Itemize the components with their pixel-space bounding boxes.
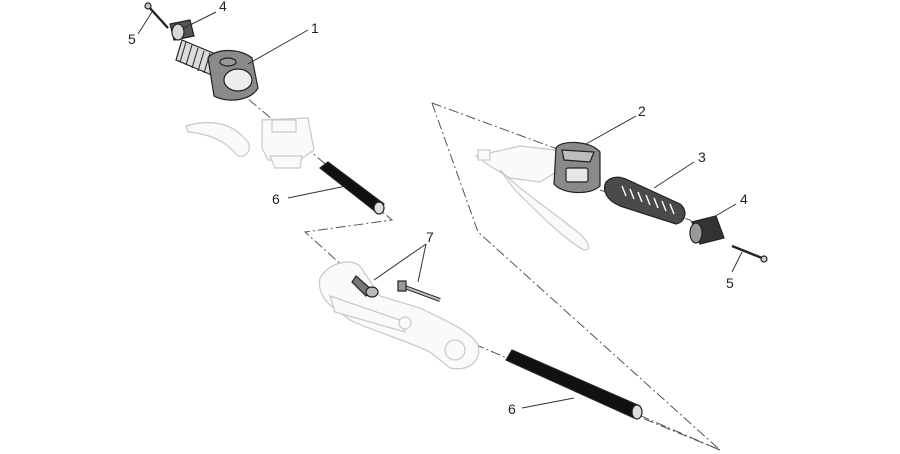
callout-6-lower: 6 <box>508 401 516 417</box>
handlebar-tube-lower <box>505 349 643 420</box>
clamp-bolt-short <box>351 275 379 298</box>
bar-end-weight-right <box>689 215 725 245</box>
screw-left <box>144 2 169 29</box>
handlebar-clamp-ghost <box>318 261 480 370</box>
callout-5-upper: 5 <box>128 31 136 47</box>
callout-1: 1 <box>311 20 319 36</box>
leader-lines <box>137 11 743 409</box>
clamp-bolt-long <box>397 280 441 302</box>
screw-right <box>731 244 768 263</box>
callout-5-lower: 5 <box>726 275 734 291</box>
right-switch-housing <box>553 141 601 194</box>
callout-3: 3 <box>698 149 706 165</box>
callout-6-upper: 6 <box>272 191 280 207</box>
right-grip <box>603 176 686 225</box>
left-switch-cluster <box>175 39 259 101</box>
callout-7: 7 <box>426 229 434 245</box>
left-lever-ghost <box>185 117 315 169</box>
callout-2: 2 <box>638 103 646 119</box>
callout-labels: 1 2 3 4 4 5 5 6 6 7 <box>128 0 748 417</box>
callout-4-upper: 4 <box>219 0 227 14</box>
handlebar-tube-upper <box>319 161 385 215</box>
bar-end-weight-left <box>169 19 195 41</box>
callout-4-lower: 4 <box>740 191 748 207</box>
right-lever-ghost <box>474 145 590 251</box>
